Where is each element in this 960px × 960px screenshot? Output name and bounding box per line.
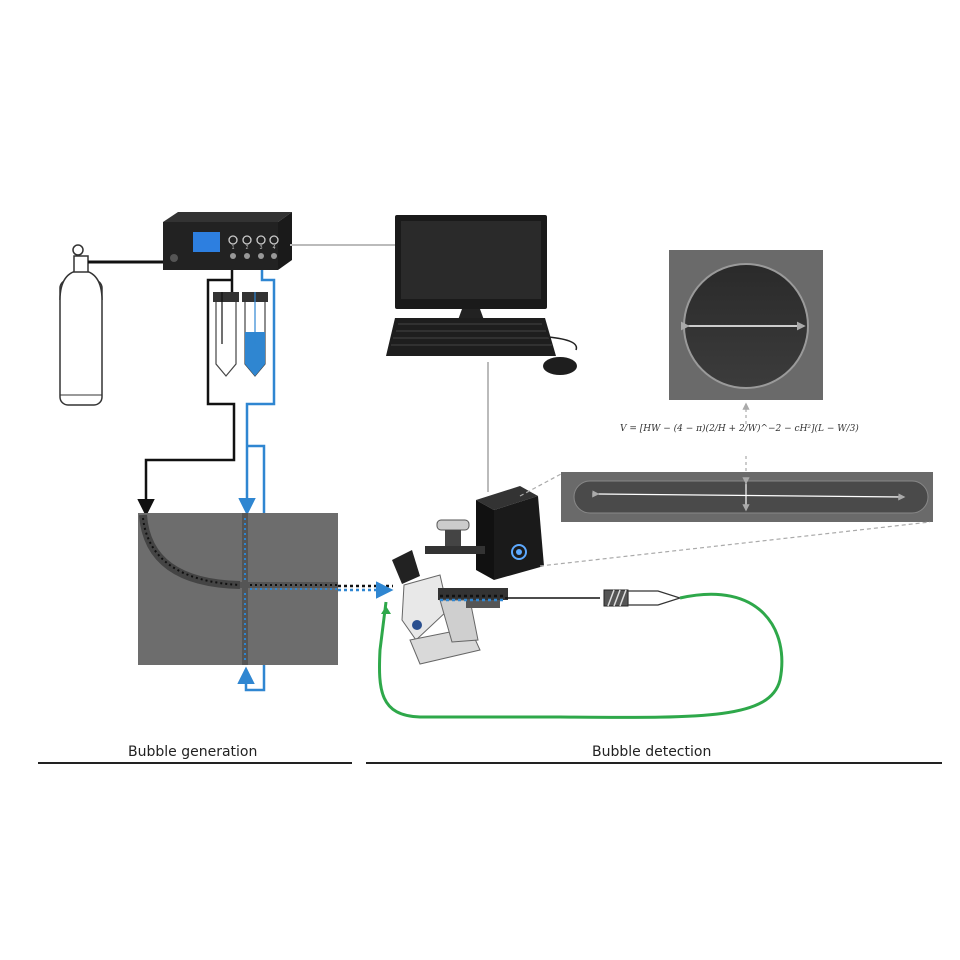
bubble-cross-section-image: [669, 250, 823, 400]
gas-cylinder: [59, 244, 103, 406]
bubble-detection-label: Bubble detection: [592, 744, 712, 760]
gas-line: [137, 278, 236, 517]
bubble-generation-label: Bubble generation: [128, 744, 258, 760]
computer-monitor: [395, 215, 547, 320]
computer-mouse: [543, 336, 578, 375]
microfluidic-chip: [138, 513, 338, 665]
bubble-detection-underline: [366, 762, 942, 764]
controller-ports: [228, 235, 279, 259]
controller-display: [193, 232, 220, 252]
outlet-connector: [603, 589, 682, 607]
gas-reservoir-tube: [213, 292, 239, 377]
liquid-line-bottom: [237, 444, 266, 692]
microscope: [392, 519, 508, 665]
pressure-controller: 1 2 3 4: [163, 212, 292, 270]
high-speed-camera: [476, 486, 544, 580]
channel-number: 1: [232, 245, 235, 251]
bubble-generation-underline: [38, 762, 352, 764]
elongated-bubble-image: [561, 472, 933, 522]
return-tubing: [378, 592, 784, 719]
liquid-line-top: [238, 270, 276, 516]
computer-keyboard: [386, 318, 556, 356]
bubble-volume-formula: V = [HW − (4 − π)(2/H + 2/W)^−2 − cH²](L…: [620, 424, 859, 434]
channel-number: 3: [260, 245, 263, 251]
channel-number: 4: [273, 245, 276, 251]
channel-number: 2: [246, 245, 249, 251]
